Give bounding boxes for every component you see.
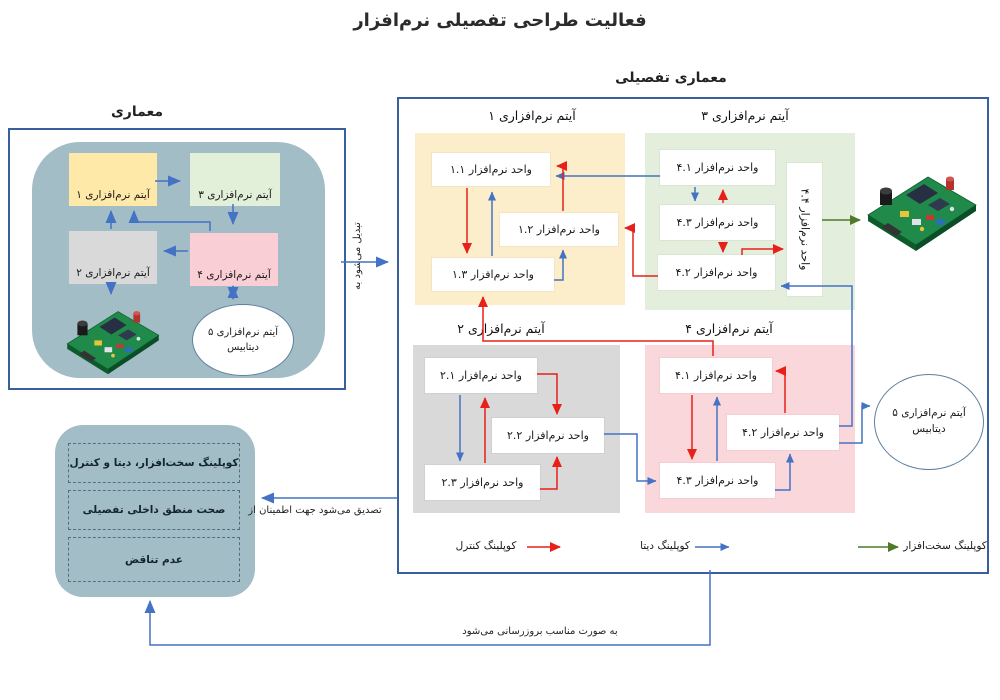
- detail-item-1-region: واحد نرم‌افزار ۱.۱ واحد نرم‌افزار ۱.۲ وا…: [415, 133, 625, 305]
- unit-4-2: واحد نرم‌افزار ۴.۲: [727, 415, 839, 450]
- unit-2-1: واحد نرم‌افزار ۲.۱: [425, 358, 537, 393]
- verification-row-logic: صحت منطق داخلی تفصیلی: [68, 490, 240, 530]
- verification-box: کوپلینگ سخت‌افزار، دیتا و کنترل صحت منطق…: [55, 425, 255, 597]
- detail-item-4-title: آیتم نرم‌افزاری ۴: [685, 321, 773, 336]
- unit-4-3: واحد نرم‌افزار ۴.۳: [660, 463, 775, 498]
- transform-arrow-label: تبدیل می‌شود به: [352, 222, 363, 290]
- page-title: فعالیت طراحی تفصیلی نرم‌افزار: [353, 10, 647, 31]
- legend-control-coupling: کوپلینگ کنترل: [455, 540, 517, 552]
- legend-data-coupling: کوپلینگ دیتا: [640, 540, 690, 552]
- detail-item-1-title: آیتم نرم‌افزاری ۱: [488, 108, 576, 123]
- verification-row-consistency: عدم تناقض: [68, 537, 240, 582]
- detailed-architecture-heading: معماری تفصیلی: [615, 70, 727, 86]
- arch-item-5-label: آیتم نرم‌افزاری ۵: [208, 327, 278, 338]
- detail-item-5-label: آیتم نرم‌افزاری ۵: [892, 407, 966, 420]
- detail-item-5-sublabel: دیتابیس: [912, 423, 946, 435]
- update-arrow-label: به صورت مناسب بروزرسانی می‌شود: [462, 626, 618, 637]
- architecture-box: آیتم نرم‌افزاری ۱ آیتم نرم‌افزاری ۳ آیتم…: [8, 128, 346, 390]
- detail-item-4-region: واحد نرم‌افزار ۴.۱ واحد نرم‌افزار ۴.۲ وا…: [645, 345, 855, 513]
- arch-item-5-database-ellipse: آیتم نرم‌افزاری ۵ دیتابیس: [192, 304, 294, 376]
- unit-1-2: واحد نرم‌افزار ۱.۲: [500, 213, 618, 246]
- verification-row-coupling: کوپلینگ سخت‌افزار، دیتا و کنترل: [68, 443, 240, 483]
- verify-arrow-label: تصدیق می‌شود جهت اطمینان از: [248, 505, 382, 516]
- arch-item-3: آیتم نرم‌افزاری ۳: [190, 153, 280, 206]
- pcb-image-hardware: [862, 160, 982, 254]
- unit-3-4-1: واحد نرم‌افزار ۴.۱: [660, 150, 775, 185]
- arch-item-4: آیتم نرم‌افزاری ۴: [190, 233, 278, 286]
- unit-3-4-3: واحد نرم‌افزار ۴.۳: [660, 205, 775, 240]
- detail-item-2-region: واحد نرم‌افزار ۲.۱ واحد نرم‌افزار ۲.۲ وا…: [413, 345, 620, 513]
- detail-item-3-region: واحد نرم‌افزار ۴.۱ واحد نرم‌افزار ۴.۳ وا…: [645, 133, 855, 310]
- unit-2-2: واحد نرم‌افزار ۲.۲: [492, 418, 604, 453]
- unit-1-1: واحد نرم‌افزار ۱.۱: [432, 153, 550, 186]
- unit-1-3: واحد نرم‌افزار ۱.۳: [432, 258, 554, 291]
- arch-item-5-sublabel: دیتابیس: [227, 342, 259, 353]
- architecture-heading: معماری: [110, 104, 164, 120]
- arch-item-1: آیتم نرم‌افزاری ۱: [69, 153, 157, 206]
- unit-4-1: واحد نرم‌افزار ۴.۱: [660, 358, 772, 393]
- legend-hardware-coupling: کوپلینگ سخت‌افزار: [903, 540, 987, 552]
- detail-item-5-database-ellipse: آیتم نرم‌افزاری ۵ دیتابیس: [874, 374, 984, 470]
- unit-3-4-4-rotated: واحد نرم‌افزار ۴.۴: [787, 163, 822, 296]
- arch-item-2: آیتم نرم‌افزاری ۲: [69, 231, 157, 284]
- unit-3-4-4-label: واحد نرم‌افزار ۴.۴: [798, 188, 811, 271]
- unit-2-3: واحد نرم‌افزار ۲.۳: [425, 465, 540, 500]
- pcb-image-architecture: [60, 298, 166, 376]
- detail-item-2-title: آیتم نرم‌افزاری ۲: [457, 321, 545, 336]
- unit-3-4-2: واحد نرم‌افزار ۴.۲: [658, 255, 775, 290]
- detail-item-3-title: آیتم نرم‌افزاری ۳: [701, 108, 789, 123]
